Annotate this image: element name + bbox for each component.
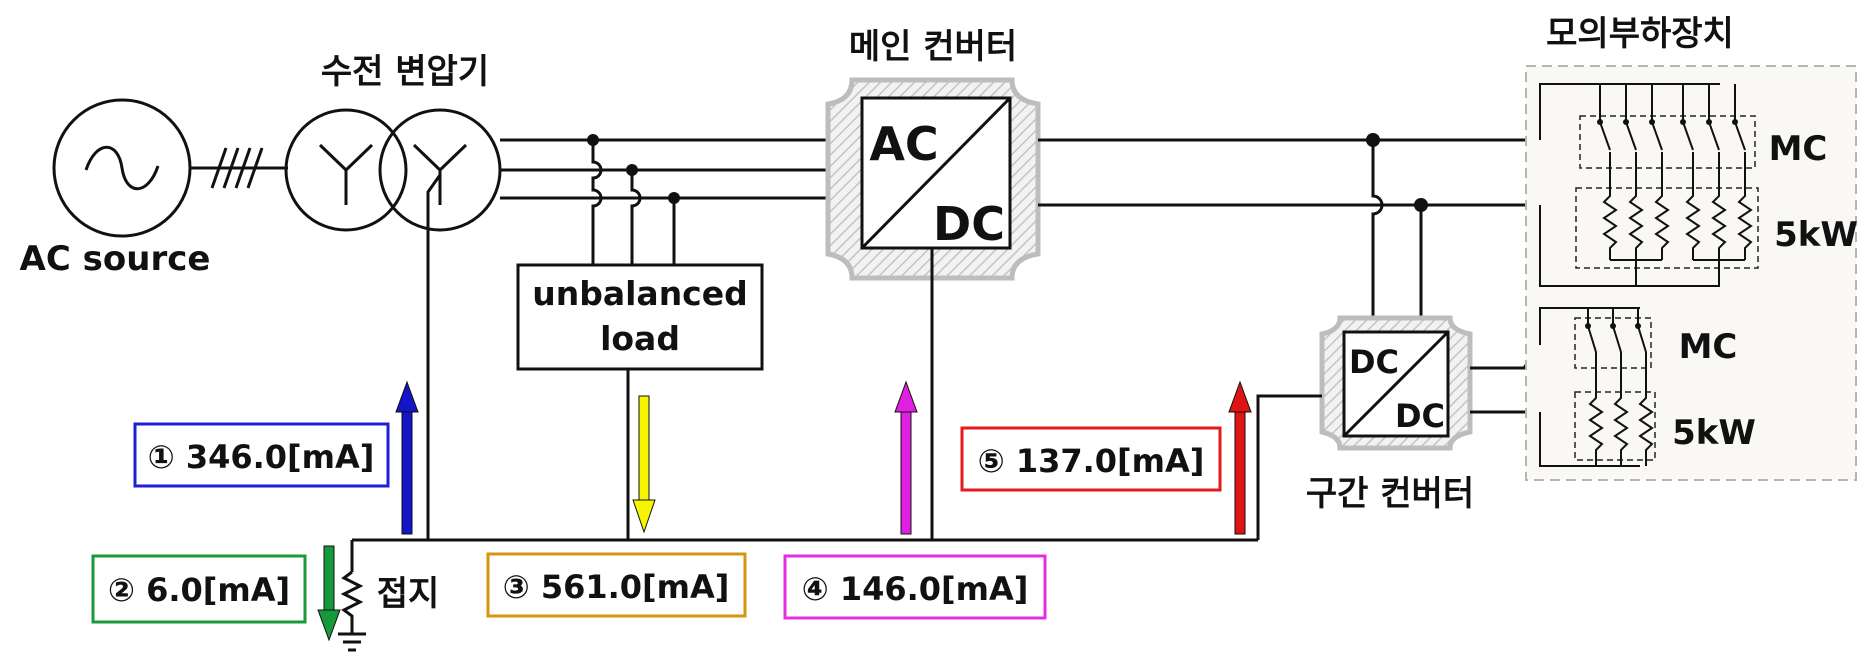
measurement-3: ③ 561.0[mA] — [486, 552, 747, 618]
current-arrow-4 — [894, 380, 918, 535]
resistor-bank-bottom — [1588, 352, 1654, 466]
main-converter-dc-label: DC — [933, 197, 1005, 251]
current-arrow-3 — [632, 395, 656, 534]
load-device-panel — [1525, 65, 1857, 481]
mc-label-bottom: MC — [1679, 327, 1738, 367]
ac-source — [52, 98, 288, 238]
resistor-bank-top — [1602, 152, 1753, 286]
measurement-1: ① 346.0[mA] — [133, 422, 390, 488]
ac-source-label: AC source — [20, 239, 211, 279]
measurement-4: ④ 146.0[mA] — [783, 554, 1047, 620]
transformer-title: 수전 변압기 — [321, 52, 489, 92]
ground-label: 접지 — [377, 574, 440, 614]
current-arrow-2 — [317, 545, 341, 642]
section-converter — [1256, 315, 1542, 540]
section-converter-dc-top-label: DC — [1349, 343, 1399, 381]
measurement-5: ⑤ 137.0[mA] — [960, 426, 1222, 492]
current-arrow-5 — [1228, 380, 1252, 535]
dc-bus-lines — [1038, 133, 1540, 330]
section-converter-dc-bottom-label: DC — [1395, 397, 1445, 435]
measurement-5-text: ⑤ 137.0[mA] — [978, 442, 1205, 480]
section-converter-title: 구간 컨버터 — [1306, 474, 1474, 514]
current-arrow-1 — [395, 380, 419, 535]
ground-bus — [338, 538, 1258, 652]
measurement-1-text: ① 346.0[mA] — [148, 438, 375, 476]
measurement-3-text: ③ 561.0[mA] — [503, 568, 730, 606]
unbalanced-load — [516, 263, 764, 540]
mc-switches-top — [1597, 84, 1746, 151]
measurement-2: ② 6.0[mA] — [91, 554, 307, 624]
ac-three-phase-lines — [500, 134, 830, 265]
kw-label-bottom: 5kW — [1672, 413, 1756, 453]
main-converter — [825, 77, 1041, 540]
measurement-2-text: ② 6.0[mA] — [108, 571, 290, 609]
mc-switches-bottom — [1585, 308, 1647, 353]
kw-label-top: 5kW — [1774, 215, 1858, 255]
main-converter-title: 메인 컨버터 — [849, 27, 1017, 67]
main-converter-ac-label: AC — [869, 117, 938, 171]
measurement-4-text: ④ 146.0[mA] — [802, 570, 1029, 608]
unbalanced-load-label-2: load — [600, 319, 680, 358]
mc-label-top: MC — [1769, 129, 1828, 169]
unbalanced-load-label-1: unbalanced — [532, 274, 748, 313]
load-device-title: 모의부하장치 — [1546, 14, 1734, 54]
transformer — [284, 108, 502, 540]
